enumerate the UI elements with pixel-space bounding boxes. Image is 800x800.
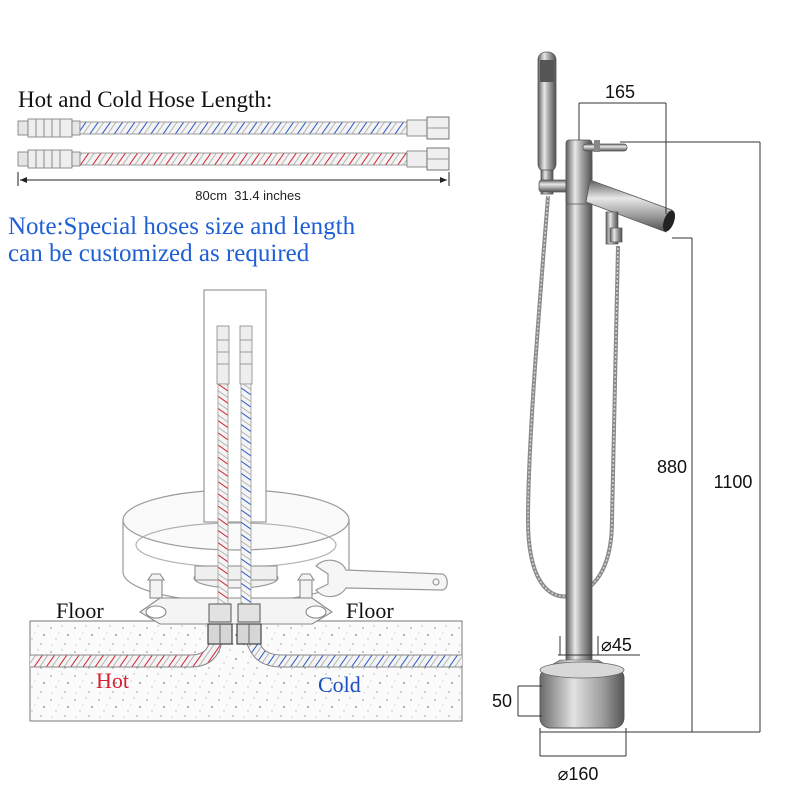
wrench-icon: [315, 559, 448, 598]
floor-label-left: Floor: [56, 598, 104, 623]
cold-label: Cold: [318, 672, 361, 697]
mixer-handle: [582, 140, 628, 152]
hose-length-dimension: [17, 172, 450, 186]
note-line-1: Note:Special hoses size and length: [8, 213, 356, 240]
note-line-2: can be customized as required: [8, 240, 310, 267]
bath-spout: [585, 179, 676, 245]
cold-hose-sample: [17, 116, 450, 140]
hose-length-label: 80cm 31.4 inches: [195, 188, 301, 203]
hose-length-title: Hot and Cold Hose Length:: [18, 87, 272, 112]
dim-base-height: 50: [492, 691, 512, 711]
dim-valve-height: 880: [657, 457, 687, 477]
mounting-bracket: [138, 573, 334, 625]
floor-hoses: [30, 603, 462, 668]
hot-label: Hot: [96, 668, 129, 693]
dimension-lines: [517, 102, 761, 757]
faucet-main-pipe: [565, 159, 593, 669]
hot-hose-sample: [17, 147, 450, 171]
dim-spout-reach: 165: [605, 82, 635, 102]
faucet-column-outline: [203, 289, 267, 523]
dim-total-height: 1100: [714, 472, 753, 492]
dim-base-diameter: ⌀160: [558, 764, 599, 784]
floor-label-right: Floor: [346, 598, 394, 623]
dim-pipe-diameter: ⌀45: [601, 635, 632, 655]
faucet-base: [539, 659, 625, 729]
hand-shower: [537, 51, 572, 195]
